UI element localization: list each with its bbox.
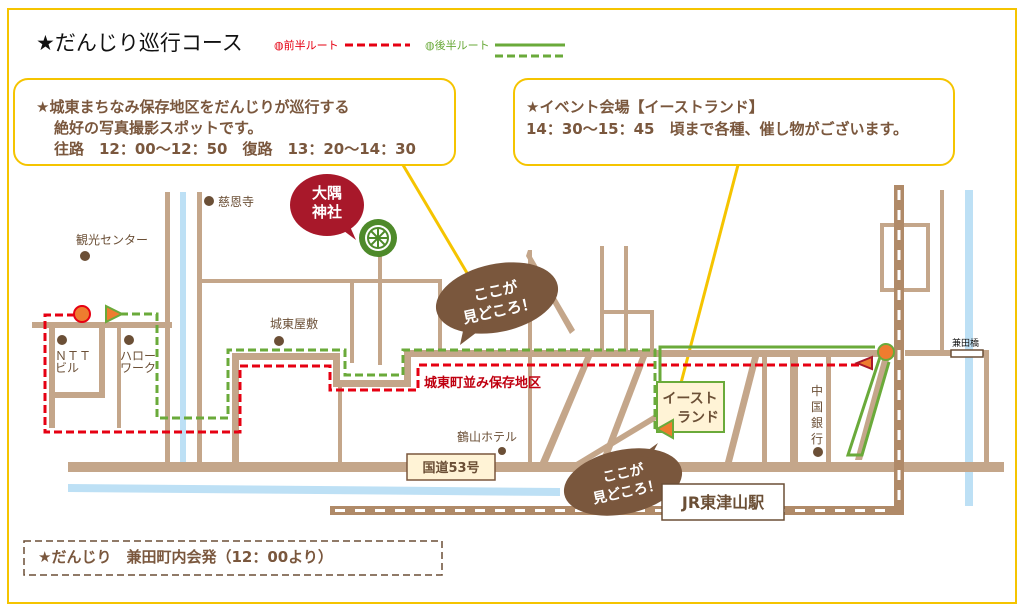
highlight-bubble-2 — [563, 448, 683, 516]
shrine-bubble — [290, 174, 364, 236]
river-west — [180, 192, 186, 462]
label-preservation-district: 城東町並み保存地区 — [424, 375, 541, 391]
footer-note: ★だんじり 兼田町内会発（12：00より） — [38, 548, 333, 566]
turnaround-marker — [877, 343, 895, 361]
route53-sign — [406, 453, 496, 481]
label-station: JR東津山駅 — [681, 493, 765, 512]
label-bank-4: 行 — [811, 432, 823, 446]
roads — [32, 185, 1004, 515]
callout-right-line2: 14：30〜15：45 頃まで各種、催し物がございます。 — [526, 120, 908, 138]
legend-first-half-label: ◍前半ルート — [274, 38, 339, 52]
callout-right-line1: ★イベント会場【イーストランド】 — [526, 98, 764, 116]
callout-left-line1: ★城東まちなみ保存地区をだんじりが巡行する — [36, 98, 349, 116]
callout-left — [13, 78, 456, 166]
kanedabashi-bridge — [950, 349, 984, 358]
label-route53: 国道53号 — [422, 460, 479, 476]
second-half-start-marker — [105, 304, 125, 324]
label-shrine-2: 神社 — [312, 203, 342, 221]
label-bank-2: 国 — [811, 400, 823, 414]
river-east — [965, 190, 973, 506]
label-hellowork-2: ワーク — [120, 361, 156, 375]
ntt-marker — [57, 335, 67, 345]
label-kanedabashi: 兼田橋 — [952, 337, 979, 349]
shrine-bubble-tail — [340, 222, 356, 240]
highlight-bubble-1-tail — [460, 322, 485, 345]
hellowork-marker — [124, 335, 134, 345]
label-shrine-1: 大隅 — [312, 184, 342, 202]
kanko-center-marker — [80, 251, 90, 261]
callout-right — [513, 78, 955, 166]
first-half-end-marker — [854, 355, 873, 371]
label-jionji: 慈恩寺 — [218, 194, 254, 209]
first-half-route — [43, 313, 865, 434]
first-half-start-marker — [73, 305, 91, 323]
label-kanko-center: 観光センター — [76, 233, 148, 247]
map-title: ★だんじり巡行コース — [36, 31, 243, 55]
bank-marker — [813, 447, 823, 457]
label-ntt-2: ビル — [55, 361, 79, 375]
river-south — [68, 484, 560, 496]
label-eastland-2: ランド — [677, 410, 719, 426]
callout-left-line2: 絶好の写真撮影スポットです。 — [54, 119, 263, 137]
callout-left-pointer — [401, 164, 472, 279]
highlight-bubble-1 — [435, 262, 559, 334]
label-bank-1: 中 — [811, 383, 823, 398]
footer-note-box — [23, 540, 443, 576]
shrine-crest-icon — [359, 219, 397, 257]
label-eastland-1: イースト — [662, 391, 717, 407]
highlight-bubble-2-tail — [640, 443, 658, 458]
station-box — [661, 483, 785, 521]
legend-second-half-label: ◍後半ルート — [425, 38, 490, 52]
jionji-marker — [204, 196, 214, 206]
hotel-marker — [498, 447, 506, 455]
callout-left-line3: 往路 12：00〜12：50 復路 13：20〜14：30 — [54, 140, 416, 158]
second-half-end-marker — [654, 418, 674, 440]
label-tsuruyama-hotel: 鶴山ホテル — [457, 429, 517, 444]
joto-yashiki-marker — [274, 336, 284, 346]
label-hellowork-1: ハロー — [120, 349, 156, 363]
label-bank-3: 銀 — [811, 416, 823, 430]
label-joto-yashiki: 城東屋敷 — [270, 316, 318, 331]
label-ntt-1: ＮＴＴ — [55, 349, 91, 363]
